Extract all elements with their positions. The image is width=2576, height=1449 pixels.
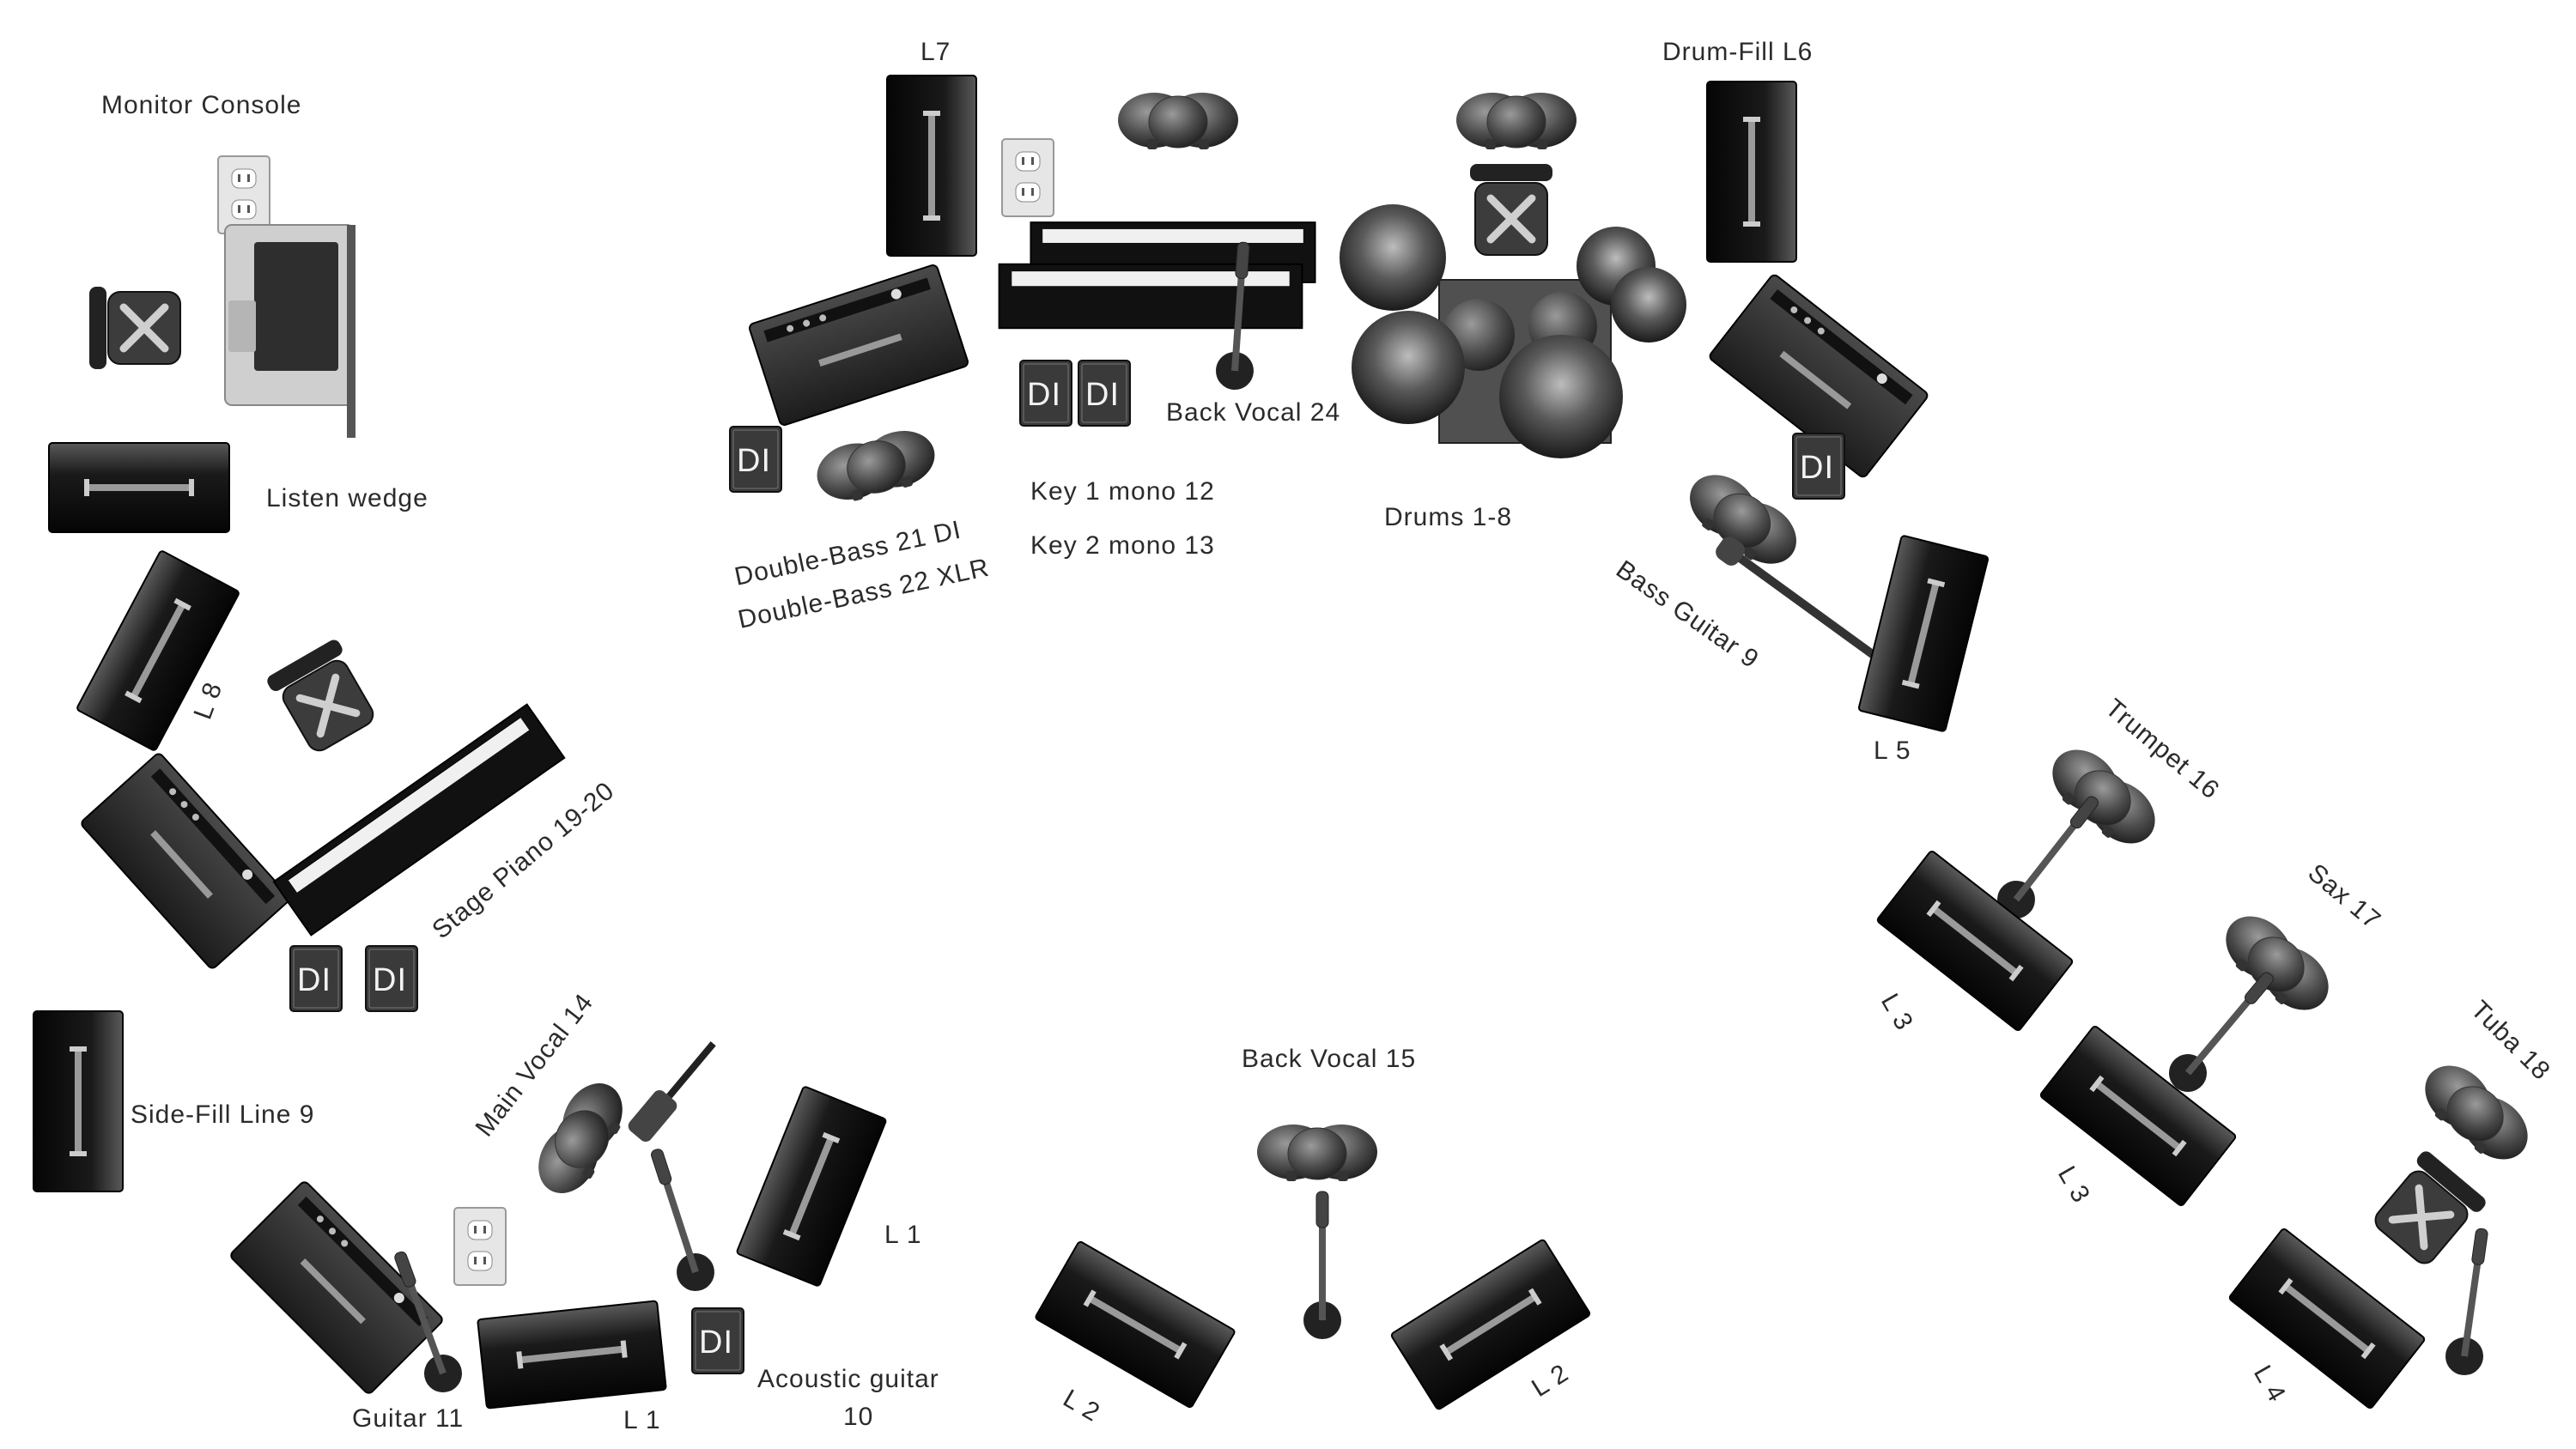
wedge-l1-right: L 1 — [735, 1085, 922, 1288]
bass-guitar-label: Bass Guitar 9 — [1611, 555, 1764, 675]
l3-lower-label: L 3 — [2052, 1161, 2095, 1208]
in-ear-pod-icon — [1455, 92, 1577, 150]
svg-text:DI: DI — [699, 1325, 733, 1361]
back-vocal-15-label: Back Vocal 15 — [1242, 1045, 1416, 1073]
chair-icon — [89, 287, 180, 369]
in-ear-pod-icon — [810, 422, 942, 510]
l1-right-label: L 1 — [884, 1221, 922, 1249]
l8-label: L 8 — [189, 678, 228, 723]
wedge-speaker-icon — [886, 75, 977, 257]
listen-wedge-label: Listen wedge — [266, 484, 428, 512]
outlet-icon — [1001, 138, 1054, 217]
trumpet-position: Trumpet 16 L 3 — [1875, 694, 2225, 1035]
chair-icon — [264, 638, 381, 758]
keys-position: DI DI Back Vocal 24 Key 1 mono 12 Key 2 … — [998, 92, 1340, 560]
microphone-icon — [1989, 785, 2111, 927]
back-vocal-24-label: Back Vocal 24 — [1166, 398, 1340, 427]
microphone-icon — [1303, 1191, 1342, 1340]
in-ear-pod-icon — [2212, 902, 2342, 1025]
acoustic-label-line1: Acoustic guitar — [757, 1365, 939, 1393]
drum-kit: Drums 1-8 — [1340, 92, 1686, 531]
drum-fill: Drum-Fill L6 — [1662, 38, 1813, 263]
l4-label: L 4 — [2248, 1361, 2291, 1407]
wedge-l8: L 8 — [75, 549, 241, 753]
sax-label: Sax 17 — [2303, 858, 2386, 935]
listen-wedge: Listen wedge — [48, 442, 428, 533]
svg-text:DI: DI — [373, 962, 407, 998]
di-box-icon: DI — [1792, 433, 1845, 500]
cymbal-icon — [1499, 335, 1623, 458]
back-vocal-15-position: Back Vocal 15 L 2 L 2 — [1034, 1045, 1592, 1428]
cymbal-icon — [1611, 267, 1686, 343]
wedge-speaker-icon — [33, 1010, 124, 1192]
key2-label: Key 2 mono 13 — [1030, 531, 1215, 560]
monitor-console-label: Monitor Console — [101, 91, 301, 119]
wedge-speaker-icon — [735, 1085, 888, 1288]
l7-label: L7 — [920, 38, 951, 66]
microphone-icon — [637, 1143, 720, 1297]
wedge-speaker-icon — [48, 442, 230, 533]
keyboard-icon — [998, 263, 1303, 330]
microphone-icon — [2442, 1225, 2502, 1379]
di-box-icon: DI — [289, 945, 343, 1012]
svg-text:DI: DI — [1800, 450, 1834, 486]
di-box-icon: DI — [1078, 360, 1131, 427]
key1-label: Key 1 mono 12 — [1030, 477, 1215, 506]
outlet-icon — [453, 1207, 507, 1286]
sax-position: Sax 17 L 3 — [2038, 858, 2386, 1208]
bass-guitar-icon — [1716, 536, 1875, 658]
amplifier-icon — [747, 263, 970, 427]
di-box-icon: DI — [365, 945, 418, 1012]
drum-fill-label: Drum-Fill L6 — [1662, 38, 1813, 66]
stage-piano: Stage Piano 19-20 DI DI — [78, 703, 620, 1012]
side-fill-label: Side-Fill Line 9 — [131, 1100, 314, 1129]
in-ear-pod-icon — [1256, 1124, 1378, 1182]
cymbal-icon — [1352, 311, 1465, 424]
in-ear-pod-icon — [526, 1071, 636, 1206]
wedge-l7: L7 — [886, 38, 977, 257]
laptop-icon — [224, 224, 355, 438]
tuba-position: Tuba 18 L 4 — [2227, 996, 2555, 1410]
outlet-icon — [217, 155, 270, 234]
wedge-speaker-icon — [1034, 1240, 1236, 1410]
in-ear-pod-icon — [1117, 92, 1239, 150]
svg-text:DI: DI — [297, 962, 331, 998]
di-box-icon: DI — [1019, 360, 1072, 427]
wedge-l5: L 5 — [1857, 534, 1990, 765]
amplifier-icon — [78, 751, 293, 971]
guitar-position: Guitar 11 L 1 — [228, 1179, 667, 1434]
svg-text:DI: DI — [737, 443, 771, 479]
svg-text:DI: DI — [1027, 377, 1061, 413]
side-fill: Side-Fill Line 9 — [33, 1010, 314, 1192]
di-box-icon: DI — [729, 426, 782, 493]
l5-label: L 5 — [1874, 737, 1911, 765]
l3-upper-label: L 3 — [1875, 989, 1918, 1035]
tuba-label: Tuba 18 — [2465, 996, 2555, 1086]
l2-right-label: L 2 — [1527, 1359, 1573, 1403]
wedge-speaker-icon — [1857, 534, 1990, 733]
di-box-icon: DI — [691, 1307, 744, 1374]
wedge-speaker-icon — [1706, 81, 1797, 263]
drums-label: Drums 1-8 — [1384, 503, 1512, 531]
microphone-icon — [2160, 961, 2286, 1100]
chair-icon — [2366, 1149, 2488, 1271]
l1-bottom-label: L 1 — [623, 1406, 661, 1434]
cymbal-icon — [1340, 204, 1446, 311]
double-bass-position: DI Double-Bass 21 DI Double-Bass 22 XLR — [729, 263, 992, 634]
acoustic-label-line2: 10 — [843, 1403, 873, 1431]
guitar-label: Guitar 11 — [352, 1404, 464, 1433]
monitor-console: Monitor Console — [89, 91, 355, 438]
l2-left-label: L 2 — [1059, 1384, 1105, 1427]
chair-icon — [1470, 164, 1552, 255]
guitar-neck-icon — [628, 1041, 716, 1142]
svg-text:DI: DI — [1085, 377, 1120, 413]
wedge-speaker-icon — [477, 1300, 667, 1410]
